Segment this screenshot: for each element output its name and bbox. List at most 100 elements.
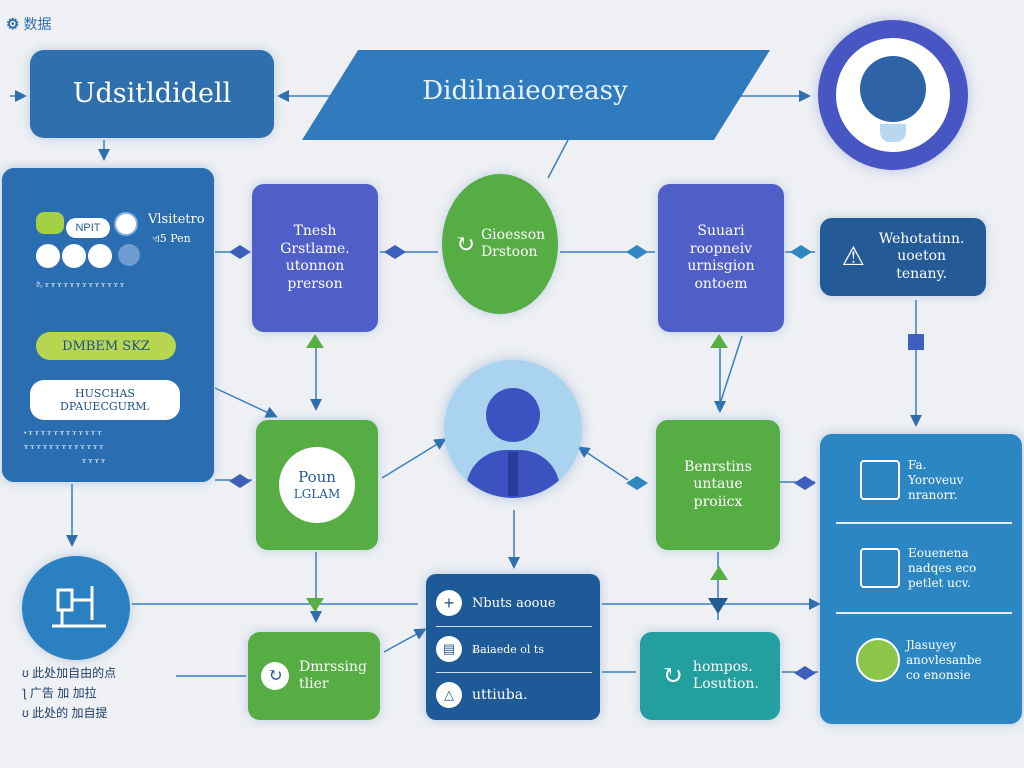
row-line: Yoroveuv <box>908 473 964 487</box>
node-green-left-mid-badge: Poun LGLAM <box>279 447 355 523</box>
node-line: utonnon <box>285 258 345 274</box>
right-panel-divider <box>836 522 1012 524</box>
node-line: untaue <box>693 476 743 493</box>
machine-icon-circle[interactable] <box>22 556 130 660</box>
chip-circle-4 <box>118 244 140 266</box>
node-right-small[interactable]: ⚠ Wehotatinn. uoeton tenany. <box>820 218 986 296</box>
right-panel-row-2-text: Eouenena nadqes eco petlet ucv. <box>908 546 976 591</box>
node-line: Suuari <box>697 223 745 239</box>
right-panel-row-2[interactable]: Eouenena nadqes eco petlet ucv. <box>856 542 1016 598</box>
plus-icon: + <box>436 590 462 616</box>
node-line: uoeton <box>897 248 947 265</box>
right-panel-row-3-text: Jlasuyey anovlesanbe co enonsie <box>906 638 982 683</box>
home-icon <box>860 460 900 500</box>
center-list-panel: + Nbuts aooue ▤ Ƀaiaede ol ts △ uttiuba. <box>426 574 600 720</box>
row-line: Fa. <box>908 458 927 472</box>
alert-icon: △ <box>436 682 462 708</box>
fine-print-3: ɤ ɤ ɤ ɤ ɤ ɤ ɤ ɤ ɤ ɤ ɤ ɤ ɤ <box>24 444 104 451</box>
node-line: roopneiv <box>689 240 753 257</box>
node-line: Tnesh <box>293 223 337 239</box>
refresh-icon: ↻ <box>260 662 289 690</box>
chip-circle-1 <box>36 244 60 268</box>
people-icon <box>856 638 900 682</box>
machine-icon <box>52 586 106 628</box>
warning-icon: ⚠ <box>841 241 865 272</box>
pill-white-label[interactable]: HUSCHAS DPAUECGURM. <box>30 380 180 420</box>
node-green-circle-text: Gioesson Drstoon <box>481 227 545 262</box>
refresh-icon: ↻ <box>454 230 475 258</box>
connector-diamond <box>384 245 406 259</box>
pill-white-line-1: HUSCHAS <box>75 386 135 400</box>
node-line: tlier <box>298 676 329 692</box>
legend: ʊ 此处加自由的点 ƪ 广告 加 加拉 ʊ 此处的 加自提 <box>22 664 202 723</box>
list-divider <box>436 672 592 673</box>
node-purple-right[interactable]: Suuari roopneiv urnisgion ontoem <box>658 184 784 332</box>
node-line: hompos. <box>692 658 753 675</box>
list-item[interactable]: △ uttiuba. <box>436 678 594 712</box>
node-line: Gioesson <box>480 226 546 243</box>
list-divider <box>436 626 592 627</box>
chip-cluster: NPIT <box>32 208 142 272</box>
left-panel-top-sub: ଏ5 Pen <box>152 232 191 245</box>
pill-green-label[interactable]: DMBEM SKZ <box>36 332 176 360</box>
right-panel-row-3[interactable]: Jlasuyey anovlesanbe co enonsie <box>856 632 1022 692</box>
row-line: Eouenena <box>908 546 969 560</box>
list-item-label: Nbuts aooue <box>472 595 556 611</box>
node-green-left-mid[interactable]: Poun LGLAM <box>256 420 378 550</box>
profile-avatar-ring[interactable] <box>818 20 968 170</box>
row-line: Jlasuyey <box>906 638 957 652</box>
node-line: prerson <box>287 275 343 292</box>
clock-icon <box>114 212 138 236</box>
list-item-label: Ƀaiaede ol ts <box>472 642 544 656</box>
node-line: Dmrssing <box>298 658 368 675</box>
banner-title[interactable] <box>302 50 770 140</box>
avatar-head <box>860 56 926 122</box>
logo-text: 数据 <box>23 16 52 32</box>
connector-node-green <box>306 334 324 348</box>
list-item-label: uttiuba. <box>472 687 528 703</box>
legend-item: ʊ 此处加自由的点 <box>22 666 117 680</box>
connector-diamond <box>790 245 812 259</box>
node-line: Wehotatinn. <box>878 230 965 247</box>
node-line: proiicx <box>693 493 743 510</box>
node-line: urnisgion <box>687 258 755 274</box>
node-line: LGLAM <box>293 486 341 501</box>
left-panel-top-text: Vlsitetro <box>148 212 205 227</box>
connector-diamond <box>626 245 648 259</box>
connector-diamond <box>794 666 816 680</box>
node-green-bottom-left[interactable]: ↻ Dmrssing tlier <box>248 632 380 720</box>
connector-node-square <box>908 334 924 350</box>
fine-print-1: ϑ₀ ɤ ɤ ɤ ɤ ɤ ɤ ɤ ɤ ɤ ɤ ɤ ɤ ɤ <box>36 282 125 289</box>
right-panel-row-1[interactable]: Fa. Yoroveuv nranorr. <box>856 454 1016 510</box>
chart-icon <box>860 548 900 588</box>
pill-white-line-2: DPAUECGURM. <box>60 400 150 413</box>
connector-diamond <box>229 474 251 488</box>
node-line: ontoem <box>694 275 748 292</box>
refresh-icon: ↻ <box>661 660 683 691</box>
person-tie <box>508 452 518 496</box>
node-teal-bottom[interactable]: ↻ hompos. Losution. <box>640 632 780 720</box>
node-purple-left[interactable]: Tnesh Grstlame. utonnon prerson <box>252 184 378 332</box>
row-line: nranorr. <box>908 488 958 502</box>
center-person-avatar[interactable] <box>444 360 582 498</box>
node-line: Benrstins <box>684 458 752 475</box>
header-left-title[interactable]: Udsitldidell <box>30 50 274 138</box>
node-line: Poun <box>298 468 336 487</box>
row-line: co enonsie <box>906 668 971 682</box>
node-line: Drstoon <box>480 244 538 260</box>
list-item[interactable]: ▤ Ƀaiaede ol ts <box>436 632 594 666</box>
row-line: petlet ucv. <box>908 576 971 590</box>
node-green-right-mid[interactable]: Benrstins untaue proiicx <box>656 420 780 550</box>
connector-node-green <box>306 598 324 612</box>
connector-diamond <box>626 476 648 490</box>
chip-npit: NPIT <box>66 218 110 238</box>
list-item[interactable]: + Nbuts aooue <box>436 586 594 620</box>
person-head <box>486 388 540 442</box>
legend-item: ʊ 此处的 加自提 <box>22 705 108 720</box>
row-line: nadqes eco <box>908 561 977 575</box>
brand-logo: ⚙ 数据 <box>6 14 96 34</box>
node-green-circle[interactable]: ↻ Gioesson Drstoon <box>442 174 558 314</box>
document-icon: ▤ <box>436 636 462 662</box>
node-teal-bottom-text: hompos. Losution. <box>693 659 759 694</box>
banner-title-text: Didilnaieoreasy <box>422 76 628 106</box>
